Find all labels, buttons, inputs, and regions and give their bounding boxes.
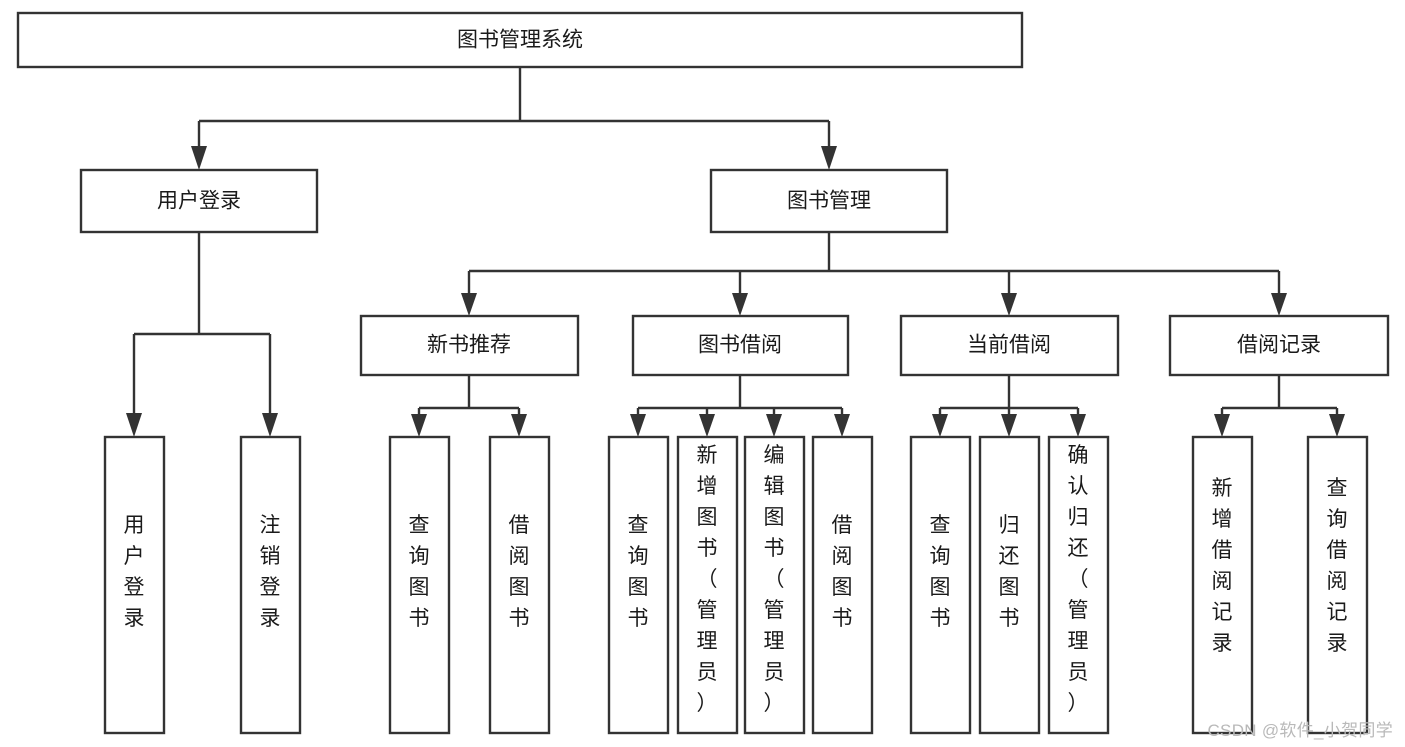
leaf-borrow-edit-book-label: 编辑图书（管理员） <box>764 444 785 715</box>
arrowhead-current-l3 <box>1070 414 1086 437</box>
leaf-newbook-borrow-book-box[interactable] <box>488 435 551 735</box>
leaf-newbook-query-book[interactable]: 查询图书 <box>388 435 451 735</box>
leaf-logout[interactable]: 注销登录 <box>239 435 302 735</box>
leaf-user-login-box[interactable] <box>103 435 166 735</box>
node-book-borrow[interactable]: 图书借阅 <box>631 314 850 377</box>
leaf-borrow-edit-book-box[interactable] <box>743 435 806 735</box>
node-current-borrow[interactable]: 当前借阅 <box>899 314 1120 377</box>
leaf-borrow-add-book-label: 新增图书（管理员） <box>697 444 718 715</box>
arrowhead-login-leaf2 <box>262 413 278 437</box>
node-borrow-record-box[interactable] <box>1168 314 1390 377</box>
node-user-login[interactable]: 用户登录 <box>79 168 319 234</box>
arrowhead-login <box>191 146 207 170</box>
arrowhead-login-leaf1 <box>126 413 142 437</box>
node-borrow-record[interactable]: 借阅记录 <box>1168 314 1390 377</box>
leaf-borrow-query-book-box[interactable] <box>607 435 670 735</box>
connectors-layer <box>126 67 1345 437</box>
leaf-borrow-borrow-book[interactable]: 借阅图书 <box>811 435 874 735</box>
arrowhead-newbook-l1 <box>411 414 427 437</box>
arrowhead-borrow <box>732 293 748 316</box>
node-borrow-record-label: 借阅记录 <box>1237 334 1321 357</box>
leaf-logout-box[interactable] <box>239 435 302 735</box>
csdn-watermark: CSDN @软件_小贺同学 <box>1207 721 1393 740</box>
leaf-current-confirm-return-box[interactable] <box>1047 435 1110 735</box>
leaf-borrow-borrow-book-box[interactable] <box>811 435 874 735</box>
leaf-logout-label: 注销登录 <box>260 514 281 630</box>
node-book-management[interactable]: 图书管理 <box>709 168 949 234</box>
leaf-current-confirm-return[interactable]: 确认归还（管理员） <box>1047 435 1110 735</box>
node-book-management-box[interactable] <box>709 168 949 234</box>
arrowhead-record-l2 <box>1329 414 1345 437</box>
arrowhead-borrow-l4 <box>834 414 850 437</box>
leaf-borrow-borrow-book-label: 借阅图书 <box>832 514 853 630</box>
leaf-newbook-borrow-book[interactable]: 借阅图书 <box>488 435 551 735</box>
arrowhead-current-l1 <box>932 414 948 437</box>
arrowhead-newbook <box>461 293 477 316</box>
arrowhead-record-l1 <box>1214 414 1230 437</box>
node-new-book-recommend[interactable]: 新书推荐 <box>359 314 580 377</box>
arrowhead-current <box>1001 293 1017 316</box>
leaf-current-query-book[interactable]: 查询图书 <box>909 435 972 735</box>
arrowhead-current-l2 <box>1001 414 1017 437</box>
leaf-current-query-book-label: 查询图书 <box>930 514 951 630</box>
arrowhead-borrow-l3 <box>766 414 782 437</box>
leaf-current-return-book-label: 归还图书 <box>999 514 1020 630</box>
leaf-record-add[interactable]: 新增借阅记录 <box>1191 435 1254 735</box>
node-new-book-recommend-label: 新书推荐 <box>427 334 511 357</box>
node-book-management-label: 图书管理 <box>787 190 871 213</box>
leaf-record-query-box[interactable] <box>1306 435 1369 735</box>
leaf-record-add-box[interactable] <box>1191 435 1254 735</box>
node-user-login-label: 用户登录 <box>157 190 241 213</box>
leaf-current-return-book-box[interactable] <box>978 435 1041 735</box>
arrowhead-record <box>1271 293 1287 316</box>
leaf-current-return-book[interactable]: 归还图书 <box>978 435 1041 735</box>
node-user-login-box[interactable] <box>79 168 319 234</box>
arrowhead-borrow-l1 <box>630 414 646 437</box>
leaf-user-login[interactable]: 用户登录 <box>103 435 166 735</box>
node-new-book-recommend-box[interactable] <box>359 314 580 377</box>
leaf-record-query[interactable]: 查询借阅记录 <box>1306 435 1369 735</box>
leaf-user-login-label: 用户登录 <box>124 514 145 630</box>
node-current-borrow-label: 当前借阅 <box>967 334 1051 357</box>
arrowhead-bookmgmt <box>821 146 837 170</box>
arrowhead-borrow-l2 <box>699 414 715 437</box>
node-current-borrow-box[interactable] <box>899 314 1120 377</box>
leaf-borrow-edit-book[interactable]: 编辑图书（管理员） <box>743 435 806 735</box>
node-root-label: 图书管理系统 <box>457 29 583 52</box>
leaf-record-add-label: 新增借阅记录 <box>1212 477 1233 655</box>
leaf-current-query-book-box[interactable] <box>909 435 972 735</box>
leaf-borrow-add-book-box[interactable] <box>676 435 739 735</box>
node-book-borrow-box[interactable] <box>631 314 850 377</box>
leaf-borrow-add-book[interactable]: 新增图书（管理员） <box>676 435 739 735</box>
node-root[interactable]: 图书管理系统 <box>16 11 1024 69</box>
leaf-borrow-query-book-label: 查询图书 <box>628 514 649 630</box>
leaf-borrow-query-book[interactable]: 查询图书 <box>607 435 670 735</box>
leaf-newbook-borrow-book-label: 借阅图书 <box>509 514 530 630</box>
leaf-current-confirm-return-label: 确认归还（管理员） <box>1068 444 1089 715</box>
node-book-borrow-label: 图书借阅 <box>698 334 782 357</box>
node-root-box[interactable] <box>16 11 1024 69</box>
leaf-newbook-query-book-label: 查询图书 <box>409 514 430 630</box>
leaf-newbook-query-book-box[interactable] <box>388 435 451 735</box>
arrowhead-newbook-l2 <box>511 414 527 437</box>
leaf-record-query-label: 查询借阅记录 <box>1327 477 1348 655</box>
